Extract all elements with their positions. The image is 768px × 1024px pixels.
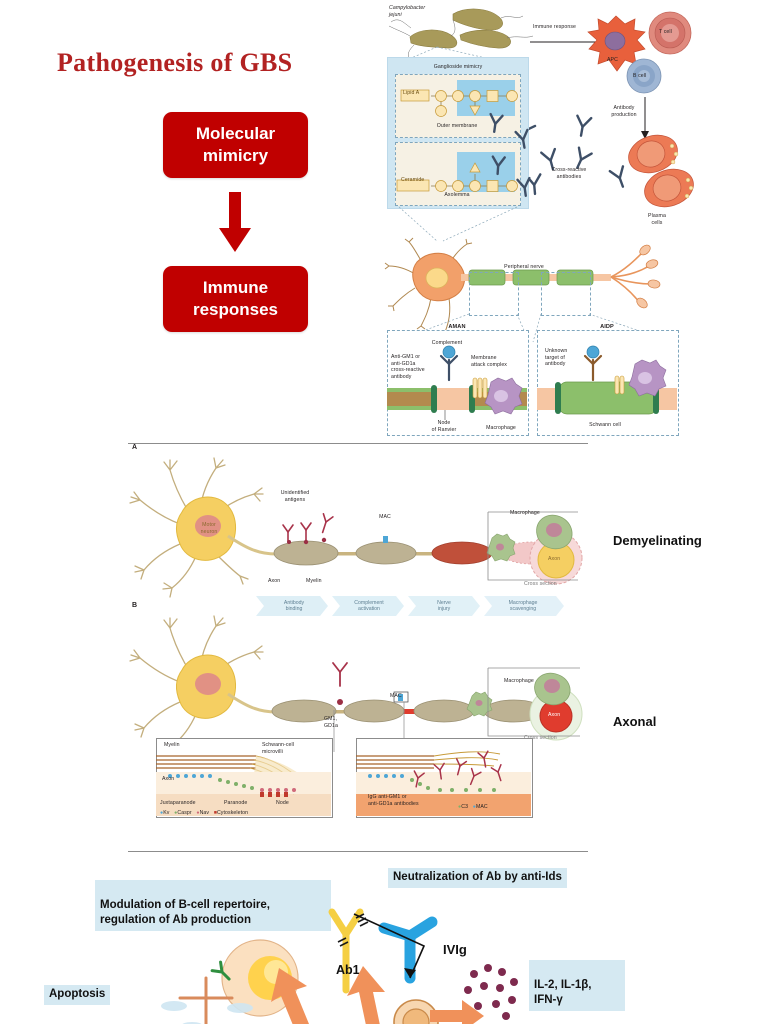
demyelinating-label: Demyelinating	[613, 533, 702, 548]
ceramide-label: Ceramide	[401, 177, 425, 183]
inset-left-legend: ●Kv ●Caspr ●Nav ■Cytoskeleton	[160, 810, 249, 816]
panel-a-cross-section-label: Cross section	[524, 581, 557, 587]
panel-a-mac-label: MAC	[379, 514, 391, 520]
juxtaparanode-label: Juxtaparanode	[160, 800, 196, 806]
cytokines-box: IL-2, IL-1β,IFN-γ	[529, 960, 625, 1011]
molecular-mimicry-line1: Molecular	[195, 124, 276, 144]
panel-a-axon-cs-label: Axon	[548, 556, 561, 562]
axolemma-label: Axolemma	[444, 192, 470, 198]
immune-responses-box: Immune responses	[163, 266, 308, 332]
inset-myelin-label: Myelin	[164, 742, 180, 748]
t-cell-label: T cell	[659, 29, 672, 35]
modulation-b-cell-box: Modulation of B-cell repertoire,regulati…	[95, 880, 331, 931]
panel-b-axon-cs-label: Axon	[548, 712, 561, 718]
myelin-label: Myelin	[306, 578, 322, 584]
panel-a-macrophage-label: Macrophage	[510, 510, 540, 516]
neutralization-box: Neutralization of Ab by anti-Ids	[388, 868, 567, 888]
lipid-a-label: Lipid A	[403, 90, 420, 96]
panel-b-letter: B	[132, 602, 138, 609]
apc-label: APC	[607, 57, 618, 63]
mimicry-highlight-lower	[457, 152, 515, 192]
ivig-mechanisms-figure: Modulation of B-cell repertoire,regulati…	[0, 860, 768, 1024]
gm1-gd1a-label: GM1,GD1a	[324, 716, 338, 729]
aidp-callout-region	[541, 272, 591, 316]
complement-label: Complement	[431, 340, 463, 346]
molecular-mimicry-line2: mimicry	[202, 146, 269, 165]
aman-label: AMAN	[448, 324, 466, 330]
ab1-label: Ab1	[336, 963, 360, 977]
divider-bottom	[128, 851, 588, 852]
ganglioside-mimicry-label: Ganglioside mimicry	[433, 64, 483, 70]
peripheral-nerve-label: Peripheral nerve	[504, 264, 544, 270]
page-title: Pathogenesis of GBS	[57, 48, 293, 77]
panel-b-mac-label: MAC	[390, 693, 402, 699]
apoptosis-box: Apoptosis	[44, 985, 111, 1005]
paranode-label: Paranode	[224, 800, 248, 806]
inset-axon-label: Axon	[162, 776, 175, 782]
panel-b-macrophage-label: Macrophage	[504, 678, 534, 684]
aidp-label: AIDP	[600, 324, 614, 330]
axon-label: Axon	[268, 578, 281, 584]
schwann-cell-label: Schwann cell	[589, 422, 621, 428]
aman-macrophage-label: Macrophage	[486, 425, 516, 431]
panel-b-cross-section-label: Cross section	[524, 735, 557, 741]
mimicry-highlight-upper	[457, 80, 515, 116]
immune-responses-line2: responses	[192, 300, 279, 319]
molecular-mimicry-box: Molecular mimicry	[163, 112, 308, 178]
axonal-label: Axonal	[613, 714, 657, 729]
immune-responses-line1: Immune	[202, 278, 269, 298]
immune-response-label: Immune response	[533, 24, 577, 30]
node-label: Node	[276, 800, 289, 806]
outer-membrane-label: Outer membrane	[436, 123, 478, 129]
aman-callout-region	[469, 272, 519, 316]
demyelinating-axonal-figure: A	[128, 438, 588, 836]
ivig-label: IVIg	[443, 942, 467, 957]
panel-a-letter: A	[132, 444, 138, 451]
down-arrow-icon	[218, 192, 252, 254]
b-cell-label: B cell	[633, 73, 647, 79]
inset-right-legend: ●C3 ●MAC	[458, 804, 488, 810]
divider-top	[128, 443, 588, 444]
